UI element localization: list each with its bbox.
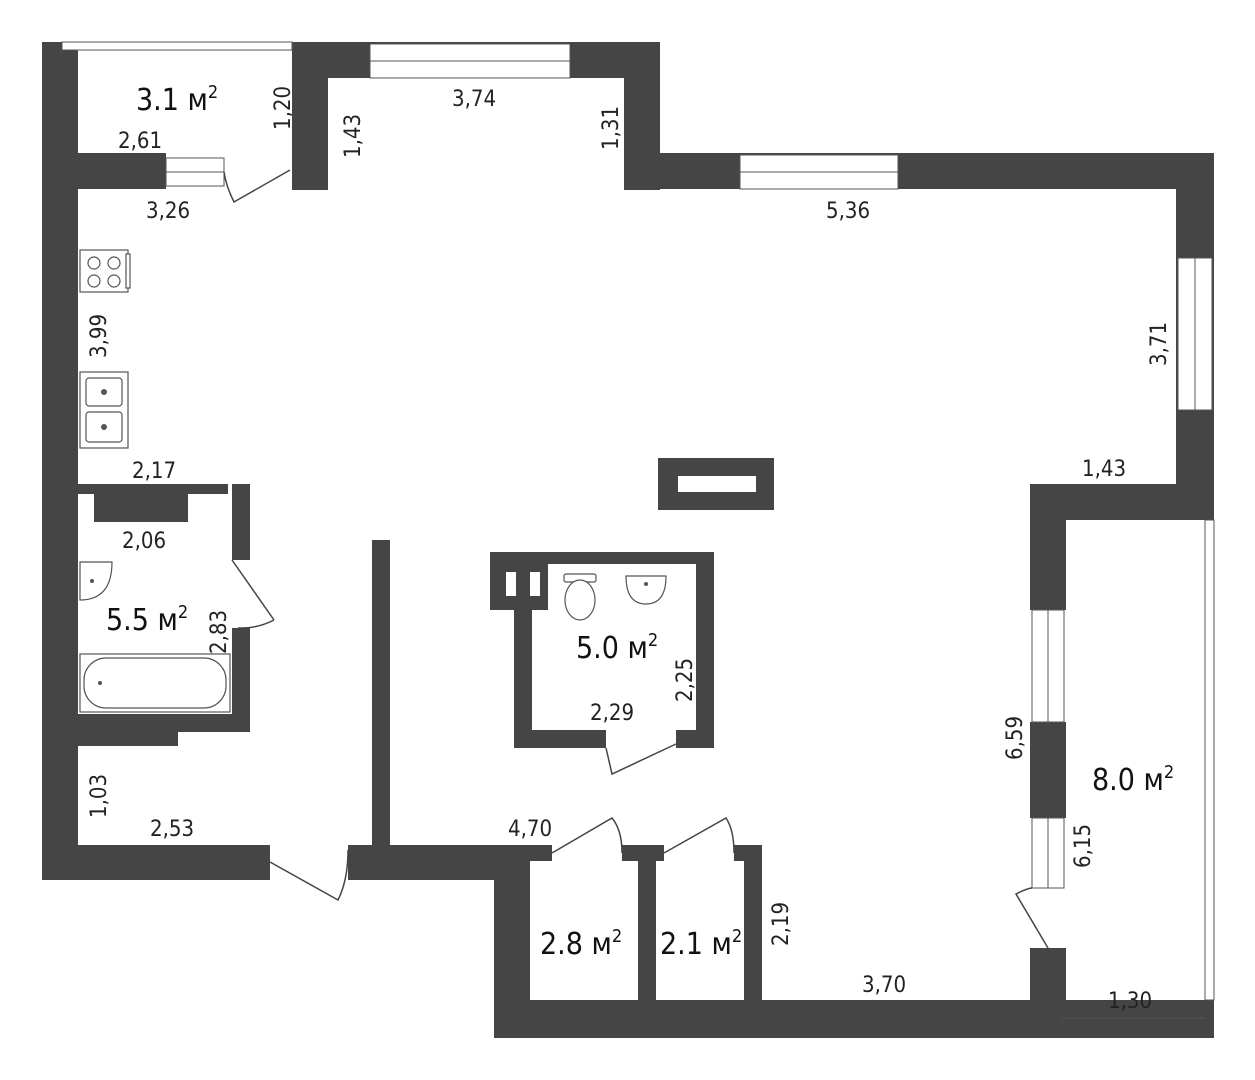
dimension-label: 6,59 (1003, 716, 1028, 760)
column (658, 458, 774, 510)
area-labels: 3.1 м2 5.5 м2 5.0 м2 8.0 м2 2.8 м2 2.1 м… (106, 82, 1174, 962)
windows (61, 41, 1215, 1019)
storage-wall-right (744, 845, 762, 1015)
storage-2-door (663, 817, 735, 854)
dimension-label: 1,03 (87, 774, 112, 818)
bathroom-wall-right-upper (232, 484, 250, 560)
dimension-label: 2,61 (118, 129, 162, 154)
wall-balcony-top-left (42, 42, 62, 62)
dimension-label: 3,74 (452, 87, 496, 112)
wall-balcony-bottom (42, 153, 166, 189)
entrance-door (269, 849, 349, 902)
bathroom-wall-bottom-nub (78, 728, 178, 746)
area-label-storage-1: 2.8 м2 (540, 926, 622, 962)
toilet (563, 573, 597, 621)
area-label-wc: 5.0 м2 (576, 630, 658, 666)
bathroom-sink (79, 561, 113, 601)
wall-bottom-left (42, 845, 270, 880)
dimension-label: 3,99 (87, 314, 112, 358)
dimension-label: 5,36 (826, 199, 870, 224)
dimension-label: 4,70 (508, 817, 552, 842)
area-label-bathroom: 5.5 м2 (106, 602, 188, 638)
wc-wall-bottom-left (514, 730, 606, 748)
area-label-loggia: 8.0 м2 (1092, 762, 1174, 798)
bathroom-door (231, 559, 275, 629)
loggia-glazing (1204, 519, 1215, 1001)
storage-walls (494, 845, 762, 1015)
wall-bottom (494, 1000, 1214, 1038)
area-label-balcony: 3.1 м2 (136, 82, 218, 118)
dimension-label: 2,29 (590, 701, 634, 726)
bathroom-wall-bottom (78, 714, 250, 732)
wall-loggia-left-mid (1030, 722, 1066, 818)
area-label-storage-2: 2.1 м2 (660, 926, 742, 962)
dimension-label: 3,70 (862, 973, 906, 998)
wall-top-right (624, 153, 1214, 189)
dimension-label: 1,31 (599, 106, 624, 150)
dimension-label: 2,53 (150, 817, 194, 842)
dimension-label: 2,17 (132, 459, 176, 484)
dimension-labels: 1,20 3,74 2,61 1,43 1,31 3,26 5,36 3,99 … (87, 86, 1172, 1014)
dimension-label: 1,20 (271, 86, 296, 130)
wc-wall-right (696, 552, 714, 748)
wall-loggia-left-upper (1030, 484, 1066, 610)
wall-loggia-left-lower (1030, 948, 1066, 1038)
storage-wall-top-left (494, 845, 552, 861)
dimension-label: 1,30 (1108, 989, 1152, 1014)
window-balcony-top (61, 41, 293, 51)
kitchen-sink (79, 371, 129, 449)
dimension-label: 2,06 (122, 529, 166, 554)
wc-walls (490, 552, 714, 748)
balcony-door (223, 169, 291, 204)
dimension-label: 3,26 (146, 199, 190, 224)
bathroom-walls (78, 484, 250, 746)
wall-corridor-partition (372, 540, 390, 862)
storage-wall-divider (638, 845, 656, 1015)
storage-1-door (551, 817, 623, 854)
bathroom-wall-right-lower (232, 628, 250, 732)
dimension-label: 2,25 (673, 658, 698, 702)
dimension-label: 2,83 (207, 610, 232, 654)
stove (79, 249, 131, 293)
exterior-walls (42, 42, 1214, 1038)
bathroom-wall-top (78, 484, 228, 494)
loggia-door (1014, 887, 1049, 949)
dimension-label: 6,15 (1071, 824, 1096, 868)
bathtub (79, 653, 231, 713)
dimension-label: 1,43 (341, 114, 366, 158)
wc-door (605, 743, 677, 776)
dimension-label: 1,43 (1082, 457, 1126, 482)
dimension-label: 2,19 (769, 902, 794, 946)
bathroom-wall-top-nub (94, 494, 188, 522)
wc-sink (625, 575, 667, 605)
dimension-label: 3,71 (1147, 322, 1172, 366)
wc-wall-bottom-right (676, 730, 714, 748)
